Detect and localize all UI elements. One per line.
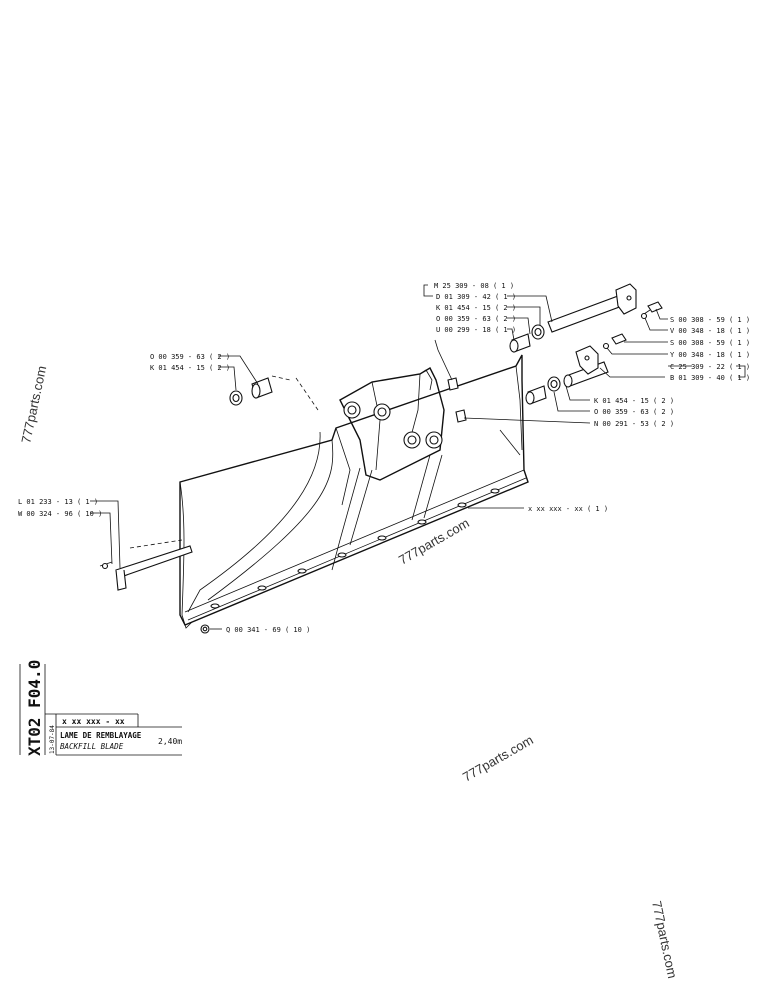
watermark-4: 777parts.com xyxy=(649,900,680,980)
title-french: LAME DE REMBLAYAGE xyxy=(60,731,142,740)
callout-v00-a: V 00 348 - 18 ( 1 ) xyxy=(670,327,750,335)
callout-q00: Q 00 341 - 69 ( 10 ) xyxy=(226,626,310,634)
exploded-parts xyxy=(99,283,663,634)
callout-o00-left: O 00 359 - 63 ( 2 ) xyxy=(150,353,230,361)
blade-size: 2,40m xyxy=(158,737,182,746)
callout-k01-left: K 01 454 - 15 ( 2 ) xyxy=(150,364,230,372)
callout-n00: N 00 291 - 53 ( 2 ) xyxy=(594,420,674,428)
leader-lines xyxy=(90,284,746,630)
callout-w00: W 00 324 - 96 ( 10 ) xyxy=(18,510,102,518)
watermark-2: 777parts.com xyxy=(396,515,472,567)
watermarks: 777parts.com 777parts.com 777parts.com 7… xyxy=(18,364,680,979)
callout-labels: M 25 309 - 08 ( 1 ) D 01 309 - 42 ( 1 ) … xyxy=(18,282,750,634)
mounting-bracket xyxy=(339,367,445,481)
callout-y00-b: Y 00 348 - 18 ( 1 ) xyxy=(670,351,750,359)
callout-s00-b: S 00 308 - 59 ( 1 ) xyxy=(670,339,750,347)
callout-k01-top: K 01 454 - 15 ( 2 ) xyxy=(436,304,516,312)
backfill-blade xyxy=(179,354,529,629)
callout-o00-mid: O 00 359 - 63 ( 2 ) xyxy=(594,408,674,416)
callout-xx: x xx xxx - xx ( 1 ) xyxy=(528,505,608,513)
callout-k01-mid: K 01 454 - 15 ( 2 ) xyxy=(594,397,674,405)
watermark-1: 777parts.com xyxy=(18,364,49,444)
callout-o00-top: O 00 359 - 63 ( 2 ) xyxy=(436,315,516,323)
title-block: XT02 F04.0 x xx xxx - xx 13-07-84 LAME D… xyxy=(19,660,182,756)
drawing-code: XT02 F04.0 xyxy=(25,660,44,756)
watermark-3: 777parts.com xyxy=(460,732,536,784)
callout-b01: B 01 309 - 40 ( 1 ) xyxy=(670,374,750,382)
callout-m25: M 25 309 - 08 ( 1 ) xyxy=(434,282,514,290)
drawing-date: 13-07-84 xyxy=(49,725,56,754)
callout-u00: U 00 299 - 18 ( 1 ) xyxy=(436,326,516,334)
reference-number: x xx xxx - xx xyxy=(62,717,125,726)
callout-d01: D 01 309 - 42 ( 1 ) xyxy=(436,293,516,301)
callout-c25: C 25 309 - 22 ( 1 ) xyxy=(670,363,750,371)
callout-l01: L 01 233 - 13 ( 1 ) xyxy=(18,498,98,506)
callout-s00-a: S 00 308 - 59 ( 1 ) xyxy=(670,316,750,324)
title-english: BACKFILL BLADE xyxy=(60,742,124,751)
